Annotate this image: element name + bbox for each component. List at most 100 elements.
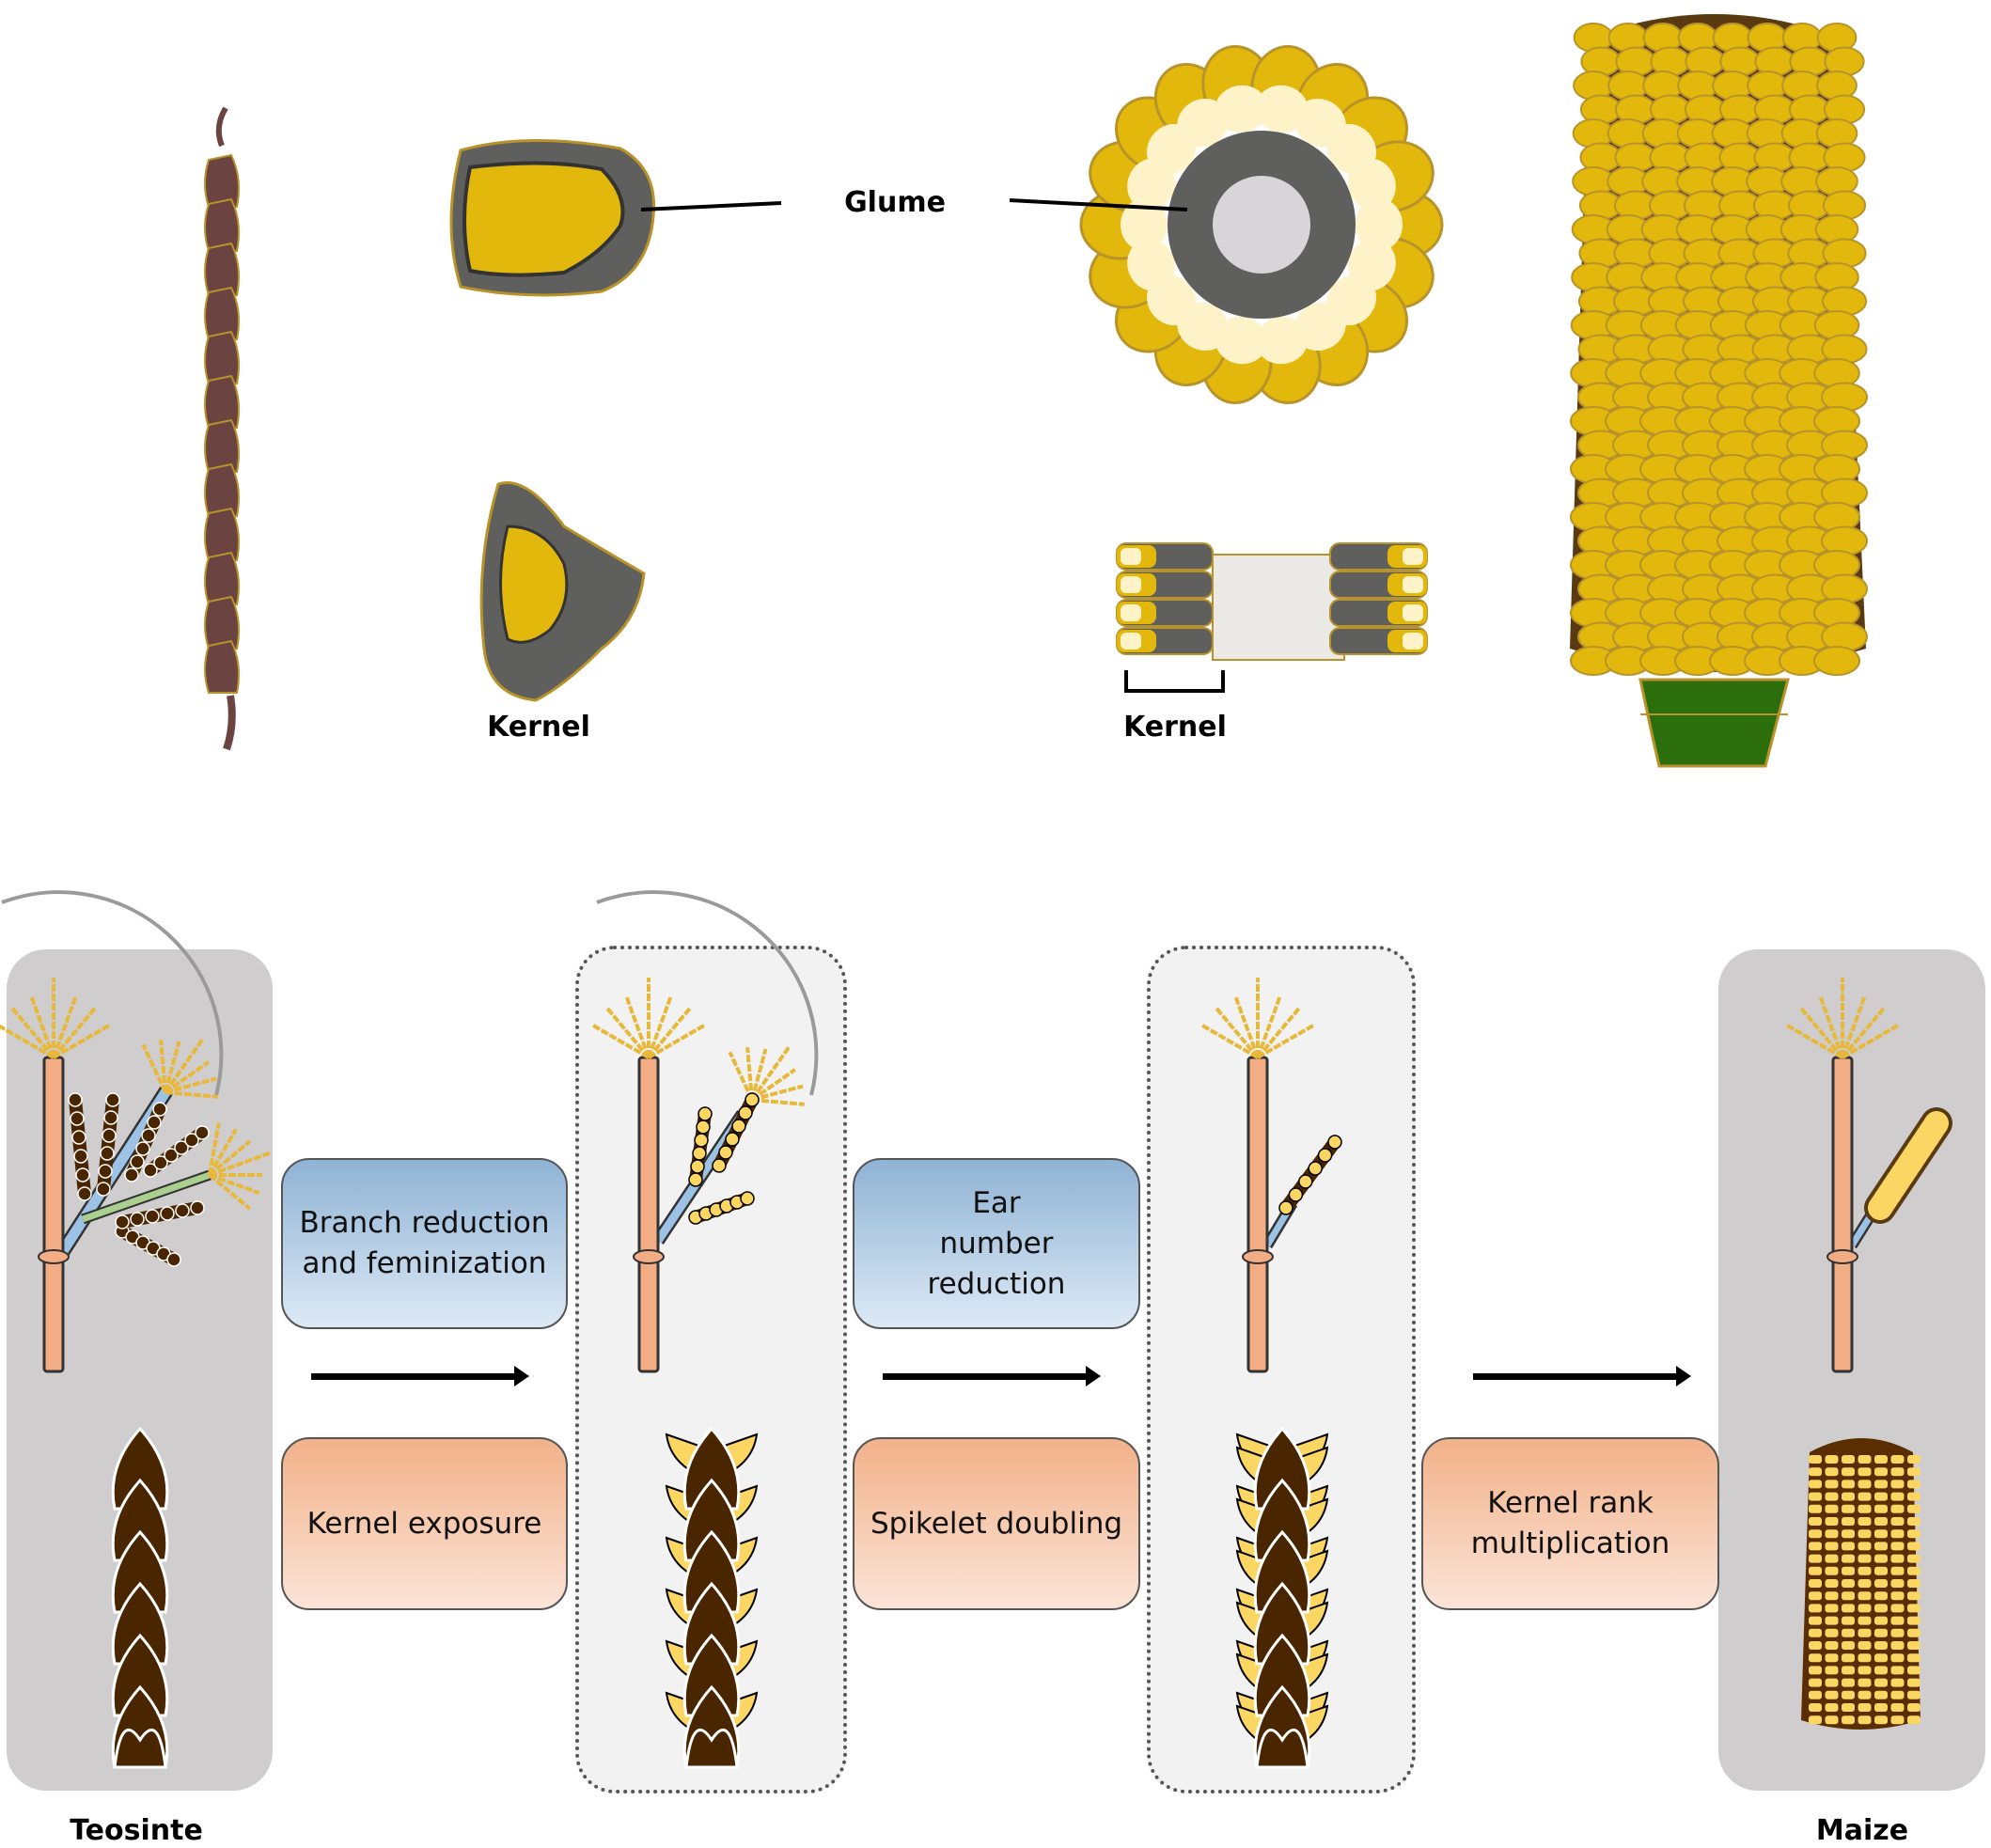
maize-stalk	[1826, 1056, 1858, 1373]
kernel	[1890, 1542, 1905, 1551]
spikelet	[147, 1115, 162, 1130]
tassel-branch	[164, 1060, 211, 1094]
stalk	[1831, 1056, 1854, 1373]
kernel	[1874, 1628, 1888, 1637]
kernel-endosperm	[1403, 576, 1423, 593]
kernel	[1809, 1492, 1822, 1501]
kernel	[1874, 1480, 1888, 1489]
kernel	[1842, 1579, 1855, 1588]
teosinte-kernel-label: Kernel	[487, 711, 590, 744]
kernel	[1858, 1703, 1872, 1712]
tassel	[0, 978, 112, 1059]
maize-label: Maize	[1815, 1814, 1909, 1847]
kernel	[1842, 1467, 1855, 1477]
tassel-branch	[751, 1098, 805, 1106]
kernel	[1874, 1504, 1888, 1513]
fruitcase	[204, 286, 240, 340]
ear-spike	[688, 1191, 755, 1225]
spikelet	[124, 1167, 139, 1182]
spike-tip	[215, 106, 228, 148]
kernel	[1858, 1554, 1872, 1563]
spikelet	[698, 1106, 713, 1121]
tassel-branch	[1841, 1023, 1901, 1059]
kernel	[1907, 1591, 1920, 1601]
kernel	[1907, 1492, 1920, 1501]
kernel	[1890, 1492, 1905, 1501]
kernel	[1874, 1554, 1888, 1563]
ear-spike	[143, 1125, 210, 1178]
spikelet	[1298, 1174, 1313, 1189]
spikelet	[141, 1128, 156, 1143]
kernel	[1842, 1666, 1855, 1675]
kernel	[1858, 1666, 1872, 1675]
spikelet	[694, 1133, 709, 1148]
kernel	[1809, 1542, 1822, 1551]
spikelet	[103, 1110, 118, 1125]
kernel	[1809, 1467, 1822, 1477]
kernel	[1809, 1628, 1822, 1637]
fruitcase	[204, 153, 240, 208]
tassel-branch	[52, 994, 78, 1058]
spikelet	[718, 1145, 733, 1160]
apical-dominance-arc	[1, 890, 224, 1096]
spikelet-doubling-box: Spikelet doubling	[853, 1437, 1140, 1610]
kernel	[1874, 1517, 1888, 1526]
kernel	[1907, 1566, 1920, 1575]
kernel	[1874, 1666, 1888, 1675]
spikelet	[98, 1164, 113, 1179]
kernel	[1825, 1566, 1839, 1575]
tassel-branch	[1256, 1006, 1302, 1059]
kernel-endosperm	[1348, 158, 1396, 211]
kernel-exposure-box: Kernel exposure	[281, 1437, 568, 1610]
tassel-branch	[745, 1047, 754, 1101]
arrow-2	[883, 1366, 1101, 1386]
apical-dominance-arc	[596, 890, 819, 1096]
tassel-branch	[164, 1039, 204, 1094]
tassel-branch	[141, 1043, 167, 1093]
kernel	[1874, 1529, 1888, 1539]
tassel-branch	[604, 1006, 651, 1059]
kernel	[1890, 1604, 1905, 1613]
tassel-branch	[1256, 1023, 1316, 1059]
kernel	[1858, 1566, 1872, 1575]
kernel	[1874, 1455, 1888, 1464]
branch-reduction-box: Branch reduction and feminization	[281, 1158, 568, 1329]
node	[38, 1249, 70, 1264]
ear-tip	[684, 1729, 739, 1769]
kernel	[1825, 1579, 1839, 1588]
kernel	[1825, 1703, 1839, 1712]
branch-tassel	[208, 1122, 271, 1211]
tassel-branch	[750, 1068, 797, 1102]
kernel	[1825, 1591, 1839, 1601]
kernel	[1809, 1690, 1822, 1699]
kernel	[1858, 1579, 1872, 1588]
fruitcase	[204, 330, 240, 384]
spike-base	[223, 695, 236, 751]
kernel	[1890, 1591, 1905, 1601]
kernel	[1858, 1604, 1872, 1613]
fruitcase	[204, 418, 240, 473]
spikelet	[740, 1191, 755, 1206]
kernel	[1825, 1467, 1839, 1477]
tassel-branch	[1214, 1006, 1260, 1059]
spikelet	[731, 1119, 746, 1134]
kernel-endosperm	[1121, 604, 1141, 621]
intermediate-stalk-1	[633, 1056, 665, 1373]
kernel	[1842, 1455, 1855, 1464]
tassel	[1199, 978, 1316, 1059]
ear-spike	[68, 1092, 92, 1201]
tassel-branch	[750, 1046, 791, 1102]
tassel-branch	[9, 1006, 55, 1059]
kernel	[499, 525, 569, 644]
kernel	[1874, 1641, 1888, 1650]
spikelet	[130, 1212, 145, 1227]
kernel	[1907, 1616, 1920, 1625]
kernel	[1809, 1616, 1822, 1625]
tassel-branch	[1818, 994, 1844, 1058]
kernel	[1842, 1715, 1855, 1725]
kernel	[1890, 1678, 1905, 1687]
ear-number-reduction-box: Ear number reduction	[853, 1158, 1140, 1329]
kernel	[1907, 1690, 1920, 1699]
teosinte-spike	[204, 106, 240, 751]
spikelet	[77, 1186, 92, 1201]
